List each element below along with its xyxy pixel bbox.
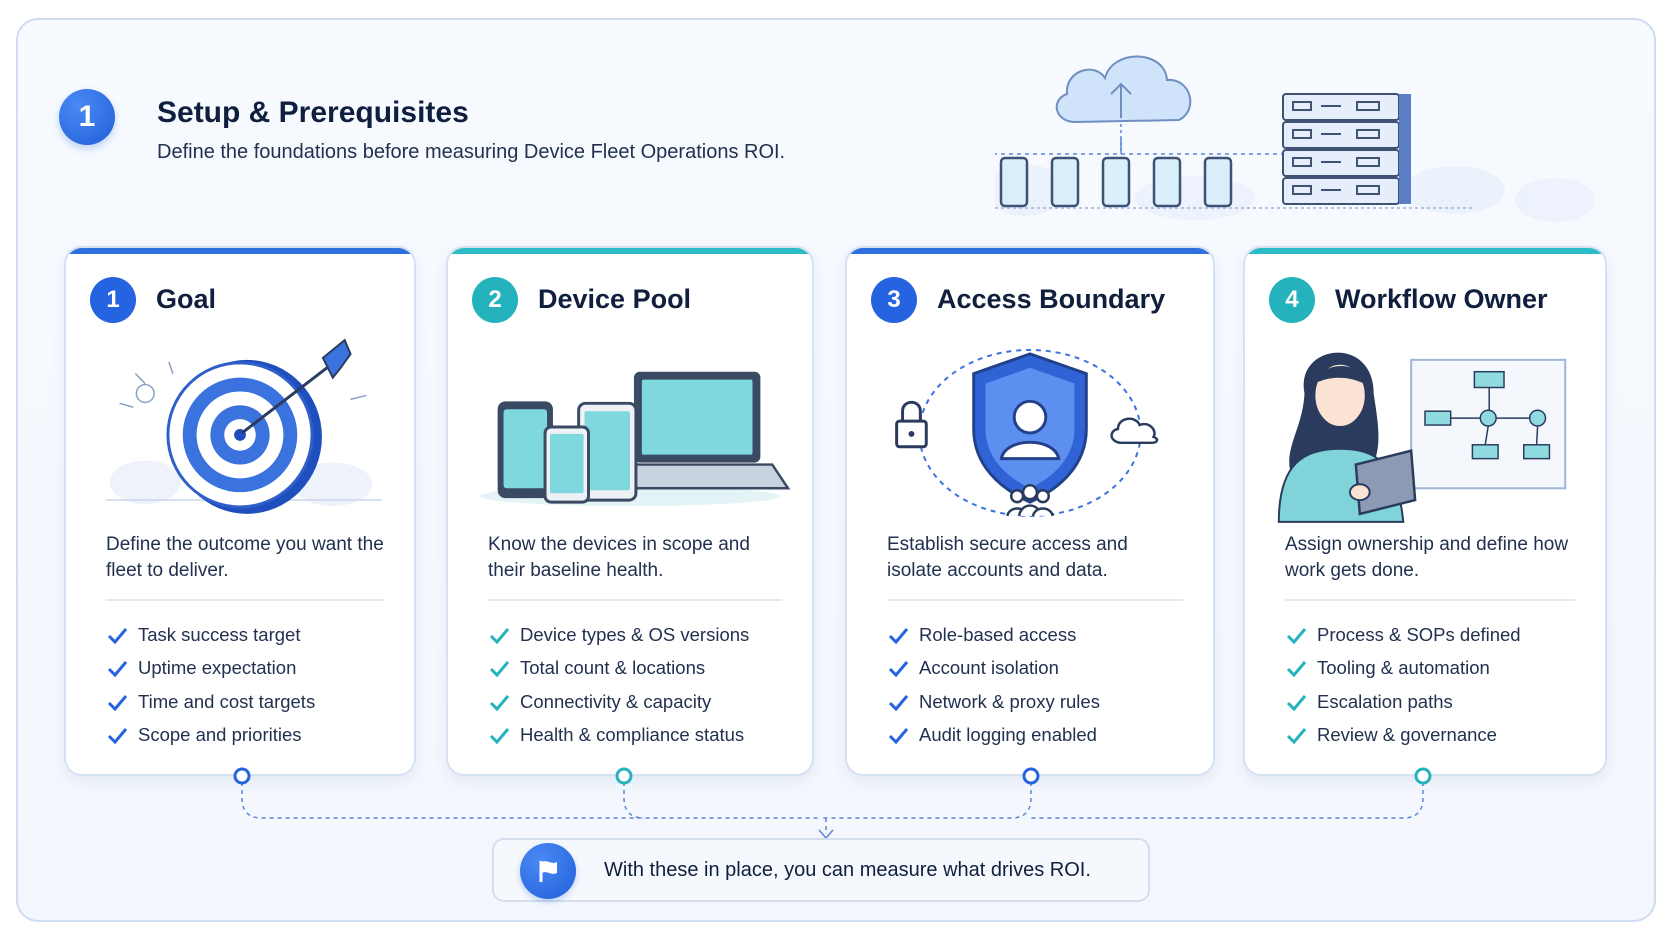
card-description: Define the outcome you want the fleet to… bbox=[106, 534, 384, 581]
check-icon bbox=[888, 661, 909, 678]
list-item-label: Task success target bbox=[138, 623, 301, 645]
flag-icon bbox=[520, 843, 576, 899]
header-step-number: 1 bbox=[78, 100, 96, 133]
check-icon bbox=[107, 728, 128, 745]
card-divider bbox=[488, 599, 782, 601]
list-item: Scope and priorities bbox=[106, 719, 315, 753]
check-icon bbox=[1286, 694, 1307, 711]
card-number-badge: 3 bbox=[871, 277, 917, 323]
lock-icon bbox=[895, 400, 928, 449]
check-icon bbox=[107, 694, 128, 711]
list-item: Time and cost targets bbox=[106, 685, 315, 719]
list-item: Account isolation bbox=[887, 652, 1100, 686]
card-device-pool: 2 Device Pool Know the devices in scope … bbox=[446, 246, 814, 776]
check-icon bbox=[489, 728, 510, 745]
person-illustration bbox=[1277, 352, 1417, 523]
list-item-label: Total count & locations bbox=[520, 657, 706, 679]
list-item-label: Device types & OS versions bbox=[520, 623, 750, 645]
list-item-label: Role-based access bbox=[919, 623, 1077, 645]
card-checklist: Process & SOPs defined Tooling & automat… bbox=[1285, 618, 1521, 752]
card-checklist: Device types & OS versions Total count &… bbox=[488, 618, 749, 752]
check-icon bbox=[888, 694, 909, 711]
card-access-boundary: 3 Access Boundary Establish secure acces… bbox=[845, 246, 1215, 776]
check-icon bbox=[1286, 728, 1307, 745]
list-item: Process & SOPs defined bbox=[1285, 618, 1521, 652]
list-item: Total count & locations bbox=[488, 652, 749, 686]
list-item-label: Uptime expectation bbox=[138, 657, 297, 679]
small-cloud-icon bbox=[1110, 417, 1159, 445]
card-divider bbox=[887, 599, 1183, 601]
workflow-board bbox=[1410, 358, 1567, 490]
card-description: Assign ownership and define how work get… bbox=[1285, 534, 1569, 581]
owner-workflow-icon bbox=[1277, 352, 1567, 523]
devices-icon bbox=[479, 371, 791, 507]
check-icon bbox=[1286, 627, 1307, 644]
card-title: Goal bbox=[156, 284, 217, 314]
list-item: Health & compliance status bbox=[488, 719, 749, 753]
check-icon bbox=[489, 627, 510, 644]
list-item: Uptime expectation bbox=[106, 652, 315, 686]
card-title: Access Boundary bbox=[937, 284, 1166, 314]
card-title: Workflow Owner bbox=[1335, 284, 1548, 314]
shield-user-icon bbox=[895, 348, 1159, 517]
list-item-label: Network & proxy rules bbox=[919, 690, 1100, 712]
cloud-fleet-illustration bbox=[995, 55, 1595, 222]
flag-glyph bbox=[539, 861, 557, 882]
check-icon bbox=[107, 661, 128, 678]
card-goal: 1 Goal Define the outcome you want the f… bbox=[64, 246, 416, 776]
list-item-label: Health & compliance status bbox=[520, 724, 745, 746]
check-icon bbox=[888, 627, 909, 644]
footer-callout: With these in place, you can measure wha… bbox=[492, 838, 1150, 902]
card-divider bbox=[106, 599, 384, 601]
list-item-label: Escalation paths bbox=[1317, 690, 1453, 712]
page-subtitle: Define the foundations before measuring … bbox=[157, 141, 786, 163]
check-icon bbox=[888, 728, 909, 745]
check-icon bbox=[1286, 661, 1307, 678]
list-item-label: Connectivity & capacity bbox=[520, 690, 712, 712]
card-description: Establish secure access and isolate acco… bbox=[887, 534, 1128, 581]
check-icon bbox=[107, 627, 128, 644]
card-title: Device Pool bbox=[538, 284, 692, 314]
list-item-label: Review & governance bbox=[1317, 724, 1497, 746]
list-item: Network & proxy rules bbox=[887, 685, 1100, 719]
list-item: Device types & OS versions bbox=[488, 618, 749, 652]
users-group-icon bbox=[1006, 484, 1054, 517]
card-divider bbox=[1285, 599, 1575, 601]
check-icon bbox=[489, 661, 510, 678]
card-checklist: Task success target Uptime expectation T… bbox=[106, 618, 315, 752]
header-step-badge: 1 bbox=[59, 89, 115, 145]
card-number-badge: 4 bbox=[1269, 277, 1315, 323]
list-item-label: Process & SOPs defined bbox=[1317, 623, 1521, 645]
check-icon bbox=[489, 694, 510, 711]
list-item-label: Audit logging enabled bbox=[919, 724, 1097, 746]
phone-row-icons bbox=[999, 156, 1233, 208]
card-workflow-owner: 4 Workflow Owner bbox=[1243, 246, 1607, 776]
card-checklist: Role-based access Account isolation Netw… bbox=[887, 618, 1100, 752]
card-description: Know the devices in scope and their base… bbox=[488, 534, 750, 581]
list-item: Tooling & automation bbox=[1285, 652, 1521, 686]
footer-text: With these in place, you can measure wha… bbox=[604, 859, 1091, 881]
list-item-label: Account isolation bbox=[919, 657, 1059, 679]
list-item: Connectivity & capacity bbox=[488, 685, 749, 719]
list-item: Review & governance bbox=[1285, 719, 1521, 753]
list-item: Role-based access bbox=[887, 618, 1100, 652]
card-number-badge: 1 bbox=[90, 277, 136, 323]
server-rack-icon bbox=[1282, 93, 1411, 205]
list-item: Escalation paths bbox=[1285, 685, 1521, 719]
list-item-label: Time and cost targets bbox=[138, 690, 316, 712]
page-title: Setup & Prerequisites bbox=[157, 96, 469, 129]
card-connectors bbox=[233, 767, 1432, 840]
list-item-label: Scope and priorities bbox=[138, 724, 302, 746]
list-item-label: Tooling & automation bbox=[1317, 657, 1490, 679]
card-number-badge: 2 bbox=[472, 277, 518, 323]
list-item: Task success target bbox=[106, 618, 315, 652]
cloud-icon bbox=[1055, 55, 1192, 124]
target-icon bbox=[105, 338, 383, 514]
list-item: Audit logging enabled bbox=[887, 719, 1100, 753]
